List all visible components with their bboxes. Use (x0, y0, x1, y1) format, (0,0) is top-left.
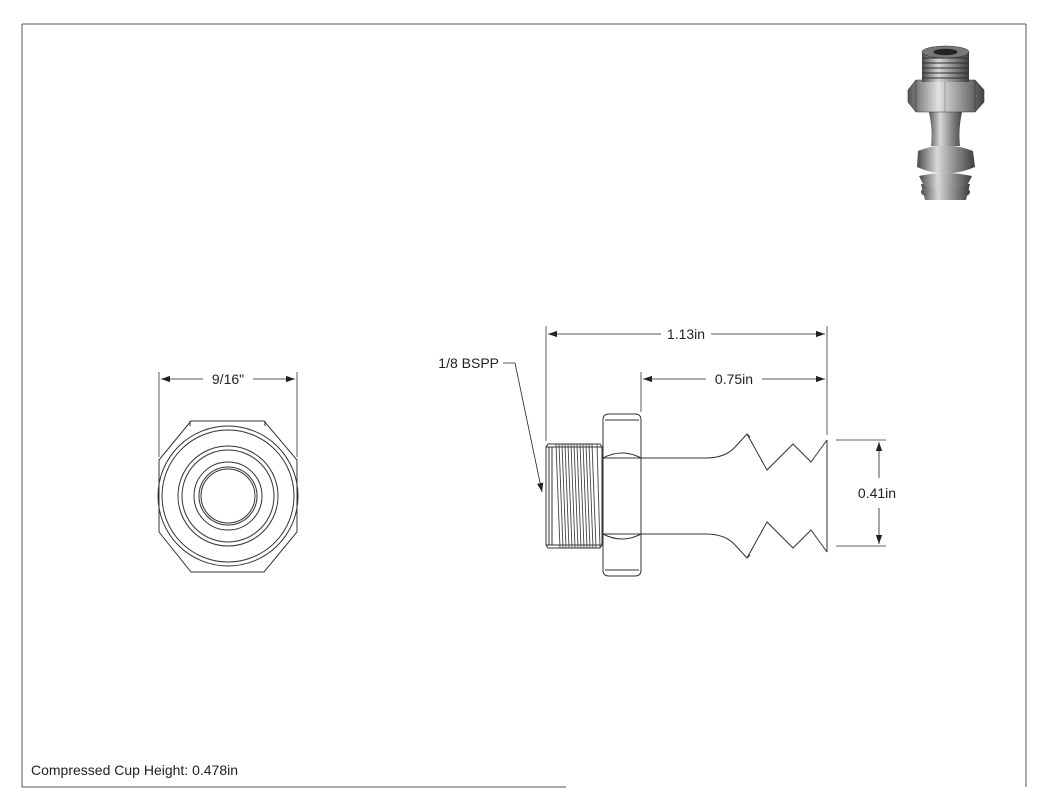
dimension-label-cup-length: 0.75in (715, 371, 753, 387)
dimension-label-overall-length: 1.13in (667, 326, 705, 342)
front-view-hex (157, 420, 299, 573)
thread-callout: 1/8 BSPP (438, 355, 544, 493)
thread-callout-label: 1/8 BSPP (438, 355, 499, 371)
dimension-overall-length: 1.13in (545, 326, 828, 441)
compressed-height-note: Compressed Cup Height: 0.478in (31, 762, 238, 778)
dimension-label-front-width: 9/16" (212, 371, 244, 387)
iso-view-thumbnail (907, 45, 985, 200)
side-view (545, 413, 828, 577)
dimension-label-cup-diameter: 0.41in (858, 485, 896, 501)
dimension-cup-length: 0.75in (640, 371, 825, 412)
sheet-border (21, 23, 1027, 788)
dimension-cup-diameter: 0.41in (836, 439, 896, 547)
dimension-front-width: 9/16" (158, 371, 298, 457)
